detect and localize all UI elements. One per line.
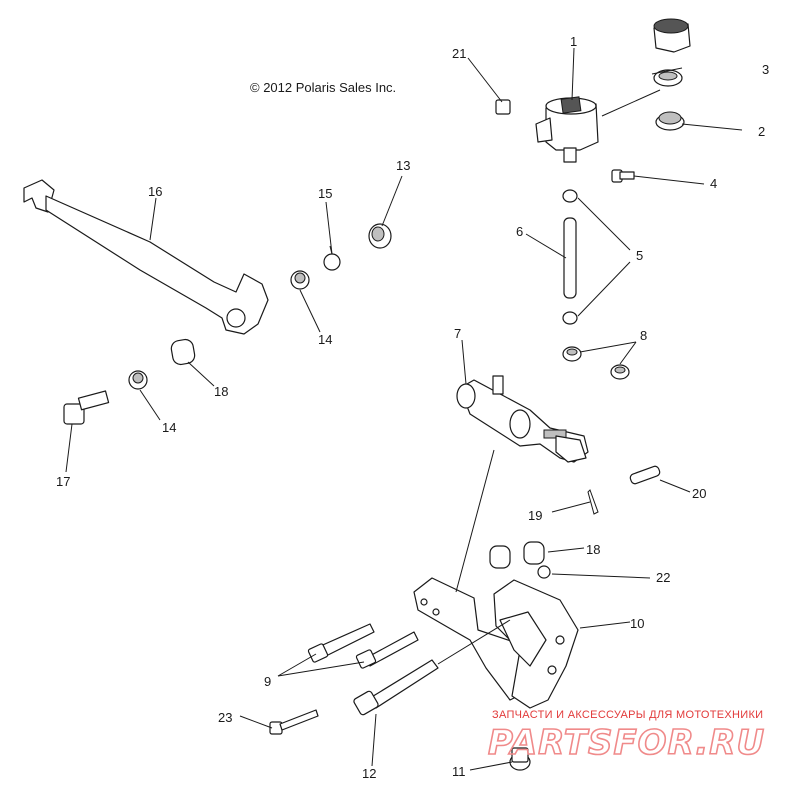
part-14-washers — [128, 270, 310, 390]
part-5-clamps — [562, 189, 578, 325]
part-8-grommets — [562, 346, 630, 380]
callout-17: 17 — [56, 474, 70, 489]
callout-21: 21 — [452, 46, 466, 61]
callout-20: 20 — [692, 486, 706, 501]
part-20-pin — [629, 465, 661, 485]
part-23-screw — [269, 709, 319, 735]
part-7-master-cylinder — [456, 375, 589, 463]
callout-12: 12 — [362, 766, 376, 781]
callout-4: 4 — [710, 176, 717, 191]
callout-15: 15 — [318, 186, 332, 201]
part-3-diaphragm — [653, 69, 683, 87]
callout-8: 8 — [640, 328, 647, 343]
callout-7: 7 — [454, 326, 461, 341]
part-2-cap-ring — [655, 111, 685, 131]
callout-3: 3 — [762, 62, 769, 77]
part-15-clip — [323, 245, 341, 271]
callout-14b: 14 — [162, 420, 176, 435]
part-10-bracket — [413, 577, 579, 709]
callout-16: 16 — [148, 184, 162, 199]
watermark: ЗАПЧАСТИ И АКСЕССУАРЫ ДЛЯ МОТОТЕХНИКИ PA… — [487, 709, 765, 764]
part-4-screw — [611, 169, 635, 183]
part-13-bushing — [368, 223, 392, 249]
callout-14a: 14 — [318, 332, 332, 347]
callout-10: 10 — [630, 616, 644, 631]
callout-18a: 18 — [214, 384, 228, 399]
watermark-tagline: ЗАПЧАСТИ И АКСЕССУАРЫ ДЛЯ МОТОТЕХНИКИ — [492, 709, 763, 721]
part-1-reservoir — [535, 96, 599, 163]
part-11-bolt — [509, 747, 531, 771]
callout-6: 6 — [516, 224, 523, 239]
part-6-hose — [563, 217, 577, 299]
callout-11: 11 — [452, 764, 466, 779]
callout-1: 1 — [570, 34, 577, 49]
callout-18b: 18 — [586, 542, 600, 557]
reservoir-cap — [653, 18, 691, 53]
part-12-long-bolt — [353, 659, 439, 716]
part-19-cotter-pin — [587, 489, 599, 515]
leader-lines — [65, 47, 743, 771]
part-9-bolts — [307, 623, 419, 669]
callout-2: 2 — [758, 124, 765, 139]
part-17-bolt — [63, 390, 110, 425]
callout-13: 13 — [396, 158, 410, 173]
part-22-small-nut — [537, 565, 551, 579]
callout-22: 22 — [656, 570, 670, 585]
copyright-text: © 2012 Polaris Sales Inc. — [250, 80, 396, 95]
callout-19: 19 — [528, 508, 542, 523]
part-16-pedal-lever — [23, 179, 269, 335]
part-21-nut — [495, 99, 511, 115]
callout-5: 5 — [636, 248, 643, 263]
watermark-brand: PARTSFOR.RU — [488, 723, 765, 763]
callout-9: 9 — [264, 674, 271, 689]
callout-23: 23 — [218, 710, 232, 725]
part-18-sleeves — [170, 338, 545, 569]
callouts: 1 2 3 4 5 6 7 8 9 10 11 12 13 14 14 15 1… — [56, 34, 769, 781]
